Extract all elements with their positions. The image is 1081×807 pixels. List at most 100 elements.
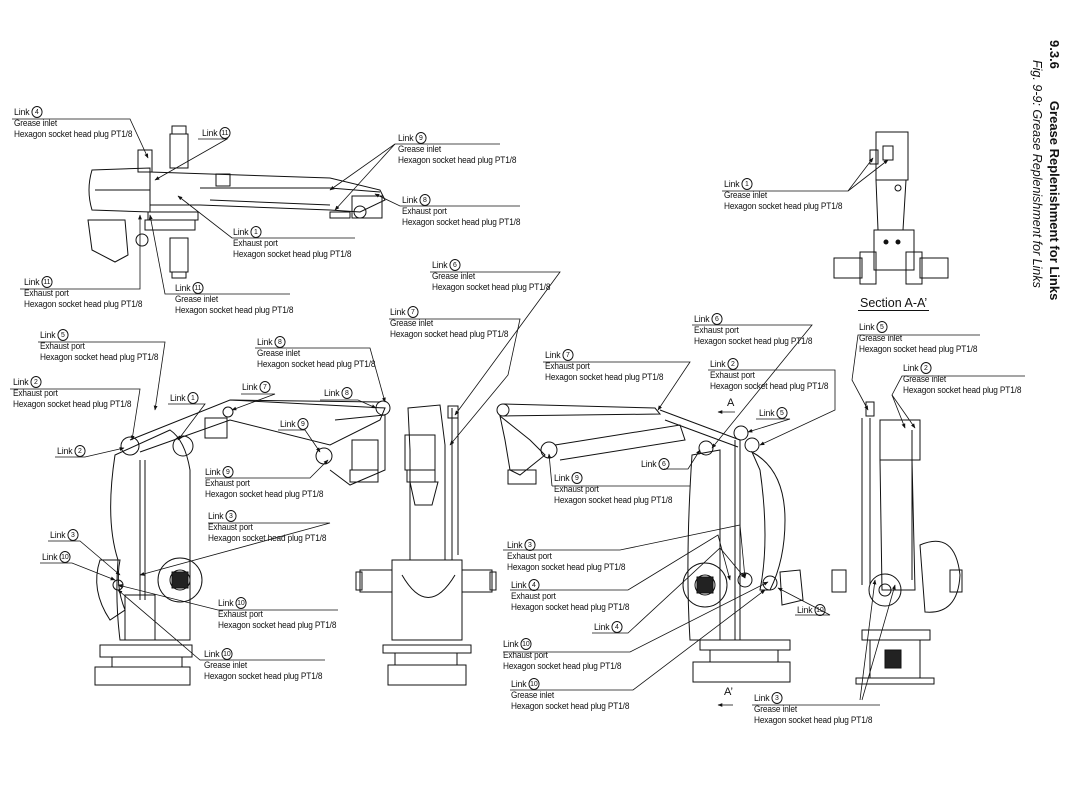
link-number-badge: 9 bbox=[222, 466, 234, 478]
callout-detail: Hexagon socket head plug PT1/8 bbox=[204, 670, 323, 681]
callout-detail: Exhaust port bbox=[40, 341, 85, 351]
link-number-badge: 5 bbox=[876, 321, 888, 333]
link-text: Link bbox=[797, 604, 813, 616]
callout-detail: Exhaust port bbox=[402, 206, 447, 216]
callout-detail: Exhaust port bbox=[710, 370, 755, 380]
link-text: Link bbox=[324, 387, 340, 399]
link-text: Link bbox=[398, 132, 414, 144]
leader-lines bbox=[10, 119, 1025, 707]
callout-detail: Exhaust port bbox=[507, 551, 552, 561]
callout-detail: Hexagon socket head plug PT1/8 bbox=[903, 384, 1022, 395]
callout-detail: Exhaust port bbox=[545, 361, 590, 371]
callout-detail: Grease inlet bbox=[390, 318, 433, 328]
link-number-badge: 3 bbox=[225, 510, 237, 522]
link-text: Link bbox=[208, 510, 224, 522]
link-text: Link bbox=[554, 472, 570, 484]
callout-detail: Hexagon socket head plug PT1/8 bbox=[554, 494, 673, 505]
link-text: Link bbox=[233, 226, 249, 238]
link-text: Link bbox=[242, 381, 258, 393]
link-number-badge: 8 bbox=[274, 336, 286, 348]
link-number-badge: 10 bbox=[520, 638, 532, 650]
link-text: Link bbox=[170, 392, 186, 404]
callout-detail: Hexagon socket head plug PT1/8 bbox=[507, 561, 626, 572]
link-text: Link bbox=[205, 466, 221, 478]
link-text: Link bbox=[24, 276, 40, 288]
link-text: Link bbox=[14, 106, 30, 118]
top-view-robot bbox=[88, 126, 385, 278]
callout-detail: Hexagon socket head plug PT1/8 bbox=[710, 380, 829, 391]
link-number-badge: 10 bbox=[221, 648, 233, 660]
link-text: Link bbox=[545, 349, 561, 361]
link-text: Link bbox=[218, 597, 234, 609]
callout-detail: Grease inlet bbox=[398, 144, 441, 154]
callout-detail: Hexagon socket head plug PT1/8 bbox=[208, 532, 327, 543]
view-mark-a-prime: A’ bbox=[724, 686, 733, 698]
link-number-badge: 6 bbox=[449, 259, 461, 271]
section-title: Grease Replenishment for Links bbox=[1047, 100, 1062, 301]
link-number-badge: 3 bbox=[771, 692, 783, 704]
callout-detail: Exhaust port bbox=[218, 609, 263, 619]
link-text: Link bbox=[641, 458, 657, 470]
callout-detail: Hexagon socket head plug PT1/8 bbox=[511, 601, 630, 612]
callout-detail: Hexagon socket head plug PT1/8 bbox=[511, 700, 630, 711]
section-view bbox=[834, 132, 948, 284]
link-text: Link bbox=[507, 539, 523, 551]
link-text: Link bbox=[432, 259, 448, 271]
callout-detail: Hexagon socket head plug PT1/8 bbox=[754, 714, 873, 725]
callout-detail: Hexagon socket head plug PT1/8 bbox=[233, 248, 352, 259]
link-number-badge: 11 bbox=[41, 276, 53, 288]
callout-detail: Hexagon socket head plug PT1/8 bbox=[398, 154, 517, 165]
left-side-robot bbox=[95, 400, 390, 685]
link-number-badge: 1 bbox=[187, 392, 199, 404]
link-number-badge: 7 bbox=[407, 306, 419, 318]
link-number-badge: 7 bbox=[562, 349, 574, 361]
link-number-badge: 9 bbox=[571, 472, 583, 484]
callout-detail: Exhaust port bbox=[511, 591, 556, 601]
callout-detail: Exhaust port bbox=[24, 288, 69, 298]
callout-detail: Grease inlet bbox=[754, 704, 797, 714]
figure-caption: Fig. 9-9: Grease Replenishment for Links bbox=[1030, 60, 1044, 288]
callout-detail: Grease inlet bbox=[724, 190, 767, 200]
link-text: Link bbox=[202, 127, 218, 139]
link-number-badge: 3 bbox=[67, 529, 79, 541]
link-number-badge: 1 bbox=[741, 178, 753, 190]
callout-detail: Hexagon socket head plug PT1/8 bbox=[724, 200, 843, 211]
